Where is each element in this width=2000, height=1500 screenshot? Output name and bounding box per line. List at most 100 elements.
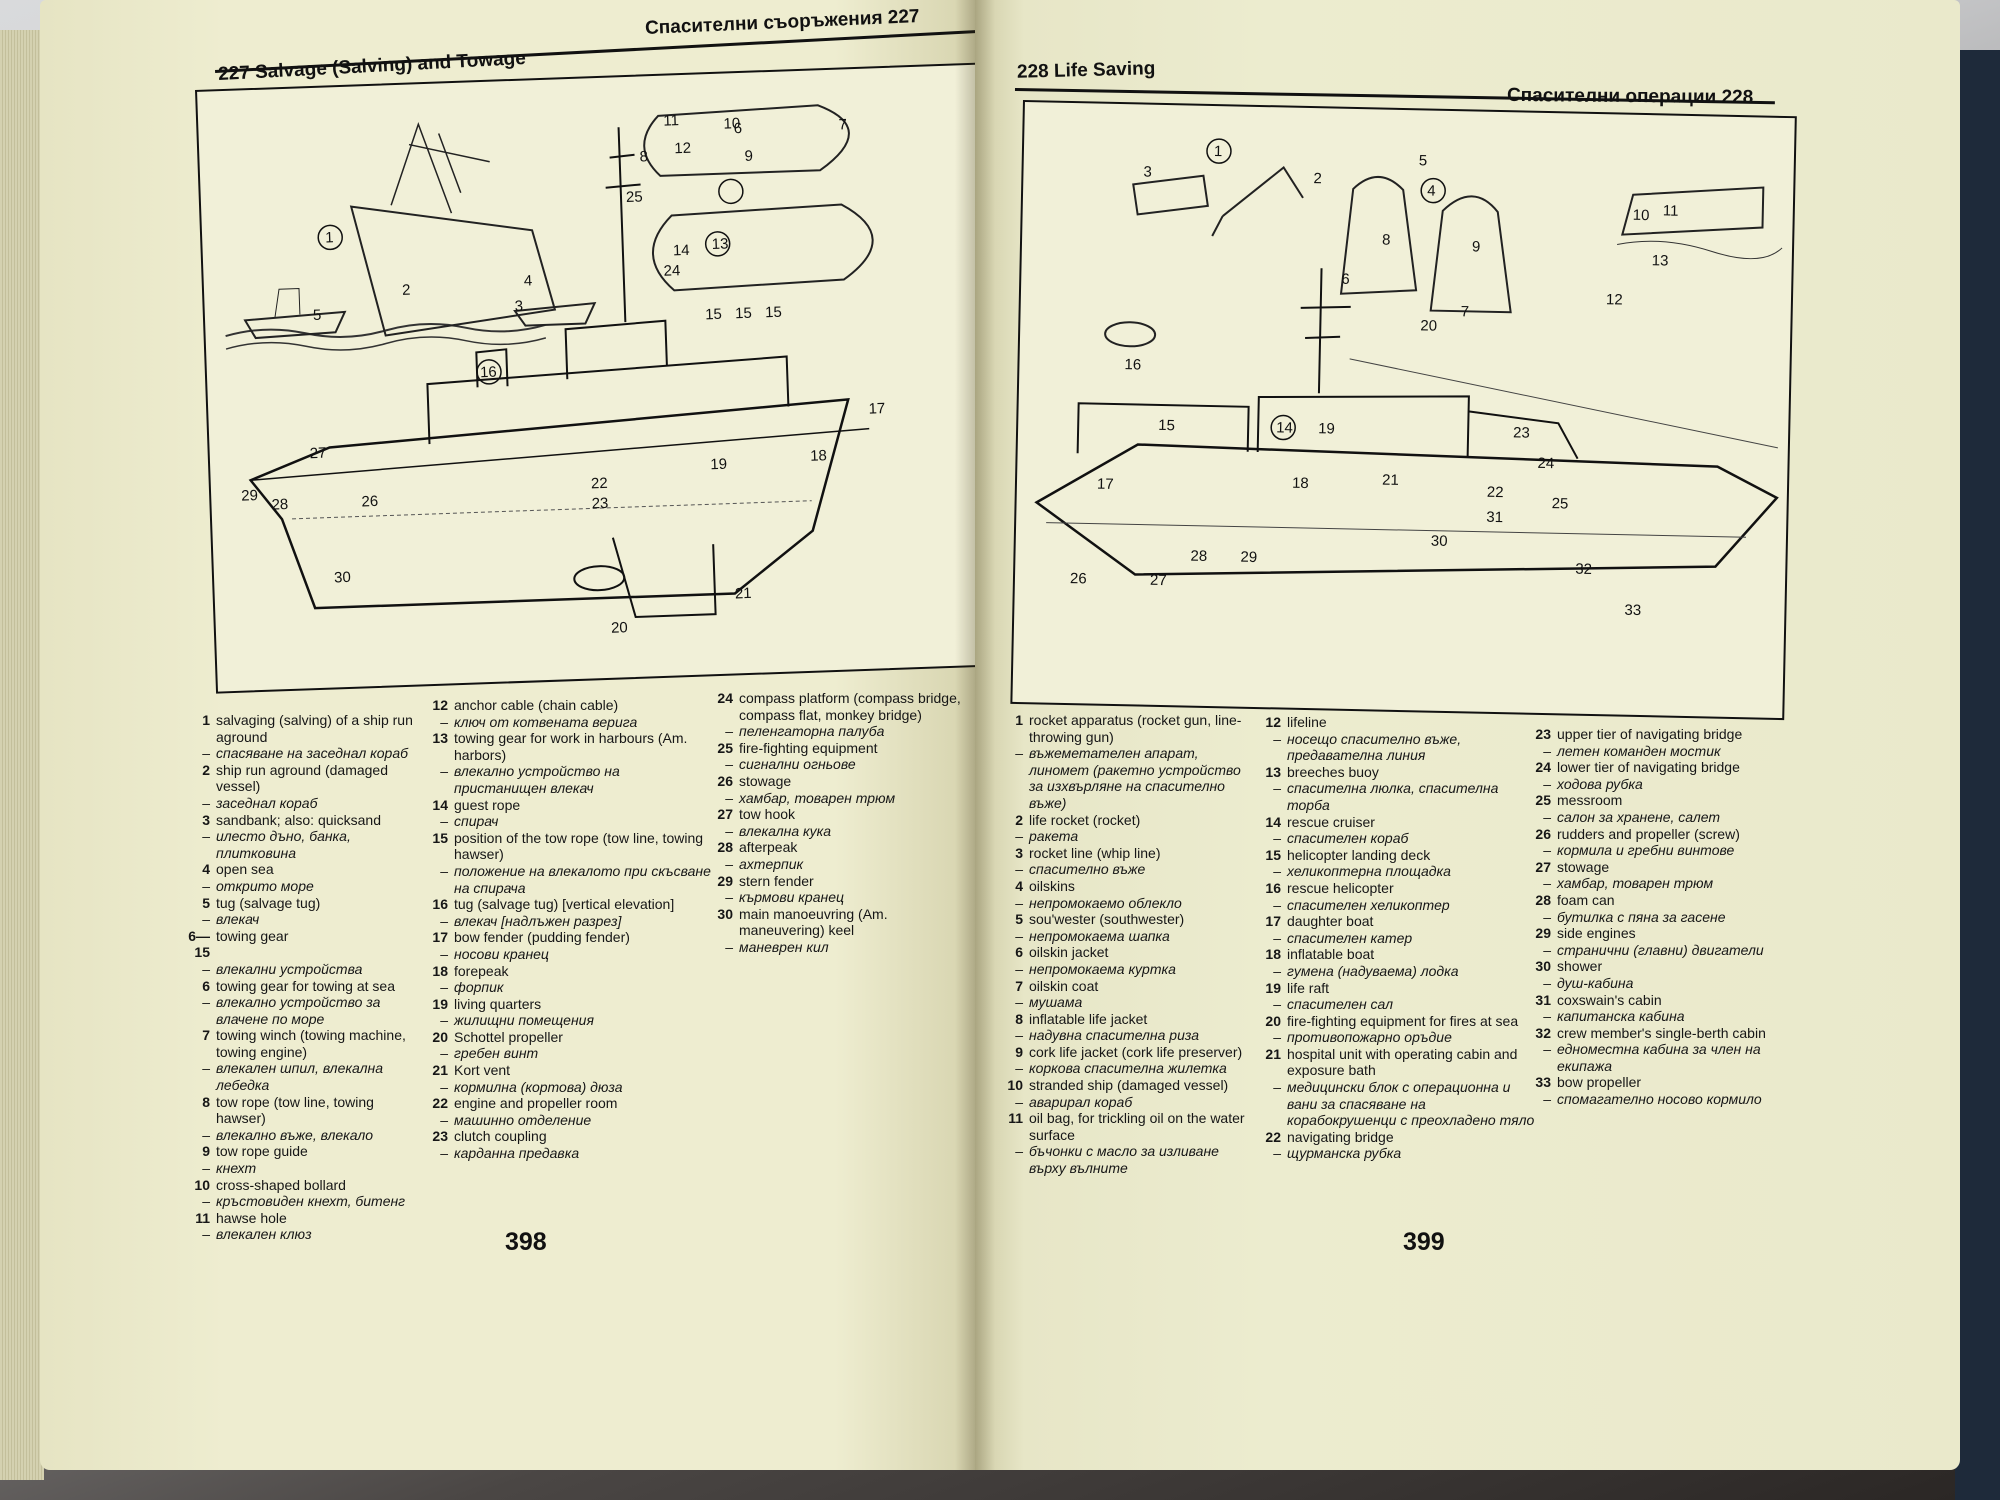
dash-marker: – (1015, 828, 1023, 845)
legend-translation-row: –душ-кабина (1523, 975, 1813, 992)
legend-translation: спасителен сал (1287, 996, 1394, 1013)
callout-label: 11 (1663, 202, 1679, 219)
legend-term: inflatable boat (1287, 946, 1375, 963)
legend-number: 13 (1265, 763, 1281, 780)
callout-label: 14 (673, 242, 690, 260)
legend-number: 6 (202, 977, 210, 994)
legend-translation-row: –заседнал кораб (182, 795, 427, 812)
callout-label: 9 (1472, 238, 1481, 255)
legend-number: 24 (717, 690, 733, 706)
legend-number: 28 (1535, 891, 1551, 908)
dash-marker: – (1015, 1143, 1023, 1160)
legend-number: 12 (1265, 714, 1281, 730)
legend-translation: жилищни помещения (454, 1012, 594, 1029)
legend-term: stowage (1557, 858, 1610, 875)
dash-marker: – (440, 813, 448, 830)
dash-marker: – (1273, 996, 1281, 1013)
legend-translation: форпик (454, 979, 504, 996)
legend-translation: салон за хранене, салет (1557, 808, 1721, 825)
legend-translation: спасителен хеликоптер (1287, 896, 1450, 913)
dash-marker: – (202, 911, 210, 928)
legend-term: lifeline (1287, 714, 1327, 730)
legend-term: bow propeller (1557, 1074, 1642, 1091)
callout-label: 3 (1143, 164, 1152, 181)
legend-translation: влекач (216, 911, 260, 928)
callout-label: 1 (1214, 143, 1223, 160)
callout-label: 1 (325, 229, 334, 246)
legend-term: rocket apparatus (rocket gun, line-throw… (1029, 712, 1242, 745)
legend-term: sou'wester (southwester) (1029, 911, 1185, 928)
legend-translation: хамбар, товарен трюм (739, 789, 896, 806)
legend-term: rocket line (whip line) (1029, 844, 1161, 861)
legend-number: 18 (1265, 946, 1281, 963)
legend-translation: влекално устройство за влачене по море (216, 994, 381, 1027)
legend-translation: кормила и гребни винтове (1557, 842, 1735, 859)
legend-number: 16 (432, 896, 448, 913)
legend-translation: карданна предавка (454, 1145, 580, 1162)
legend-term: tow rope (tow line, towing hawser) (216, 1093, 374, 1127)
dash-marker: – (1543, 974, 1551, 991)
legend-term: upper tier of navigating bridge (1557, 726, 1743, 742)
callout-label: 16 (1124, 356, 1141, 373)
dash-marker: – (725, 855, 733, 872)
legend-number: 11 (195, 1209, 210, 1226)
dash-marker: – (1015, 745, 1023, 762)
legend-translation-row: –ключ от котвената верига (420, 714, 715, 731)
legend-term: Schottel propeller (454, 1028, 563, 1045)
legend-number: 9 (202, 1143, 210, 1160)
legend-translation: спасителен катер (1287, 929, 1413, 946)
dash-marker: – (202, 960, 210, 977)
legend-translation: ракета (1029, 828, 1079, 845)
dash-marker: – (1273, 780, 1281, 797)
legend-translation: илесто дъно, банка, плитковина (216, 828, 351, 861)
callout-label: 6 (733, 120, 742, 137)
legend-translation: влекач [надлъжен разрез] (454, 912, 622, 929)
legend-term: side engines (1557, 925, 1636, 942)
callout-label: 2 (402, 282, 411, 299)
legend-translation: влекален шпил, влекална лебедка (216, 1060, 383, 1094)
callout-label: 20 (1420, 317, 1437, 334)
legend-translation: пеленгаторна палуба (739, 723, 885, 740)
legend-term: forepeak (454, 962, 509, 979)
legend-translation: влекално устройство на пристанищен влека… (454, 763, 620, 796)
left-illustration: 1 2 3 4 5 6 7 8 9 10 11 12 13 14 15 15 1… (195, 62, 975, 694)
legend-translation: едноместна кабина за член на екипажа (1557, 1041, 1761, 1074)
legend-translation-row: –надувна спасителна риза (995, 1027, 1245, 1044)
legend-translation: спомагателно носово кормило (1557, 1091, 1762, 1108)
dash-marker: – (1273, 730, 1281, 747)
callout-label: 17 (868, 400, 885, 418)
legend-term: life raft (1287, 979, 1330, 996)
callout-label: 7 (1460, 303, 1469, 320)
legend-number: 15 (432, 829, 448, 846)
legend-translation: непромокаема шапка (1029, 927, 1170, 944)
legend-number: 8 (1015, 1010, 1023, 1027)
callout-label: 15 (765, 304, 782, 322)
legend-number: 19 (1265, 979, 1281, 996)
legend-number: 29 (1535, 925, 1551, 942)
legend-translation: капитанска кабина (1557, 1008, 1685, 1025)
legend-term: guest rope (454, 796, 521, 813)
legend-translation-row: –спасително въже (995, 861, 1245, 878)
dash-marker: – (440, 862, 448, 879)
legend-number: 21 (432, 1062, 448, 1079)
dash-marker: – (1015, 994, 1023, 1011)
legend-number: 10 (1007, 1077, 1023, 1094)
legend-translation: коркова спасителна жилетка (1029, 1060, 1227, 1077)
legend-translation-row: –ахтерпик (705, 856, 965, 873)
